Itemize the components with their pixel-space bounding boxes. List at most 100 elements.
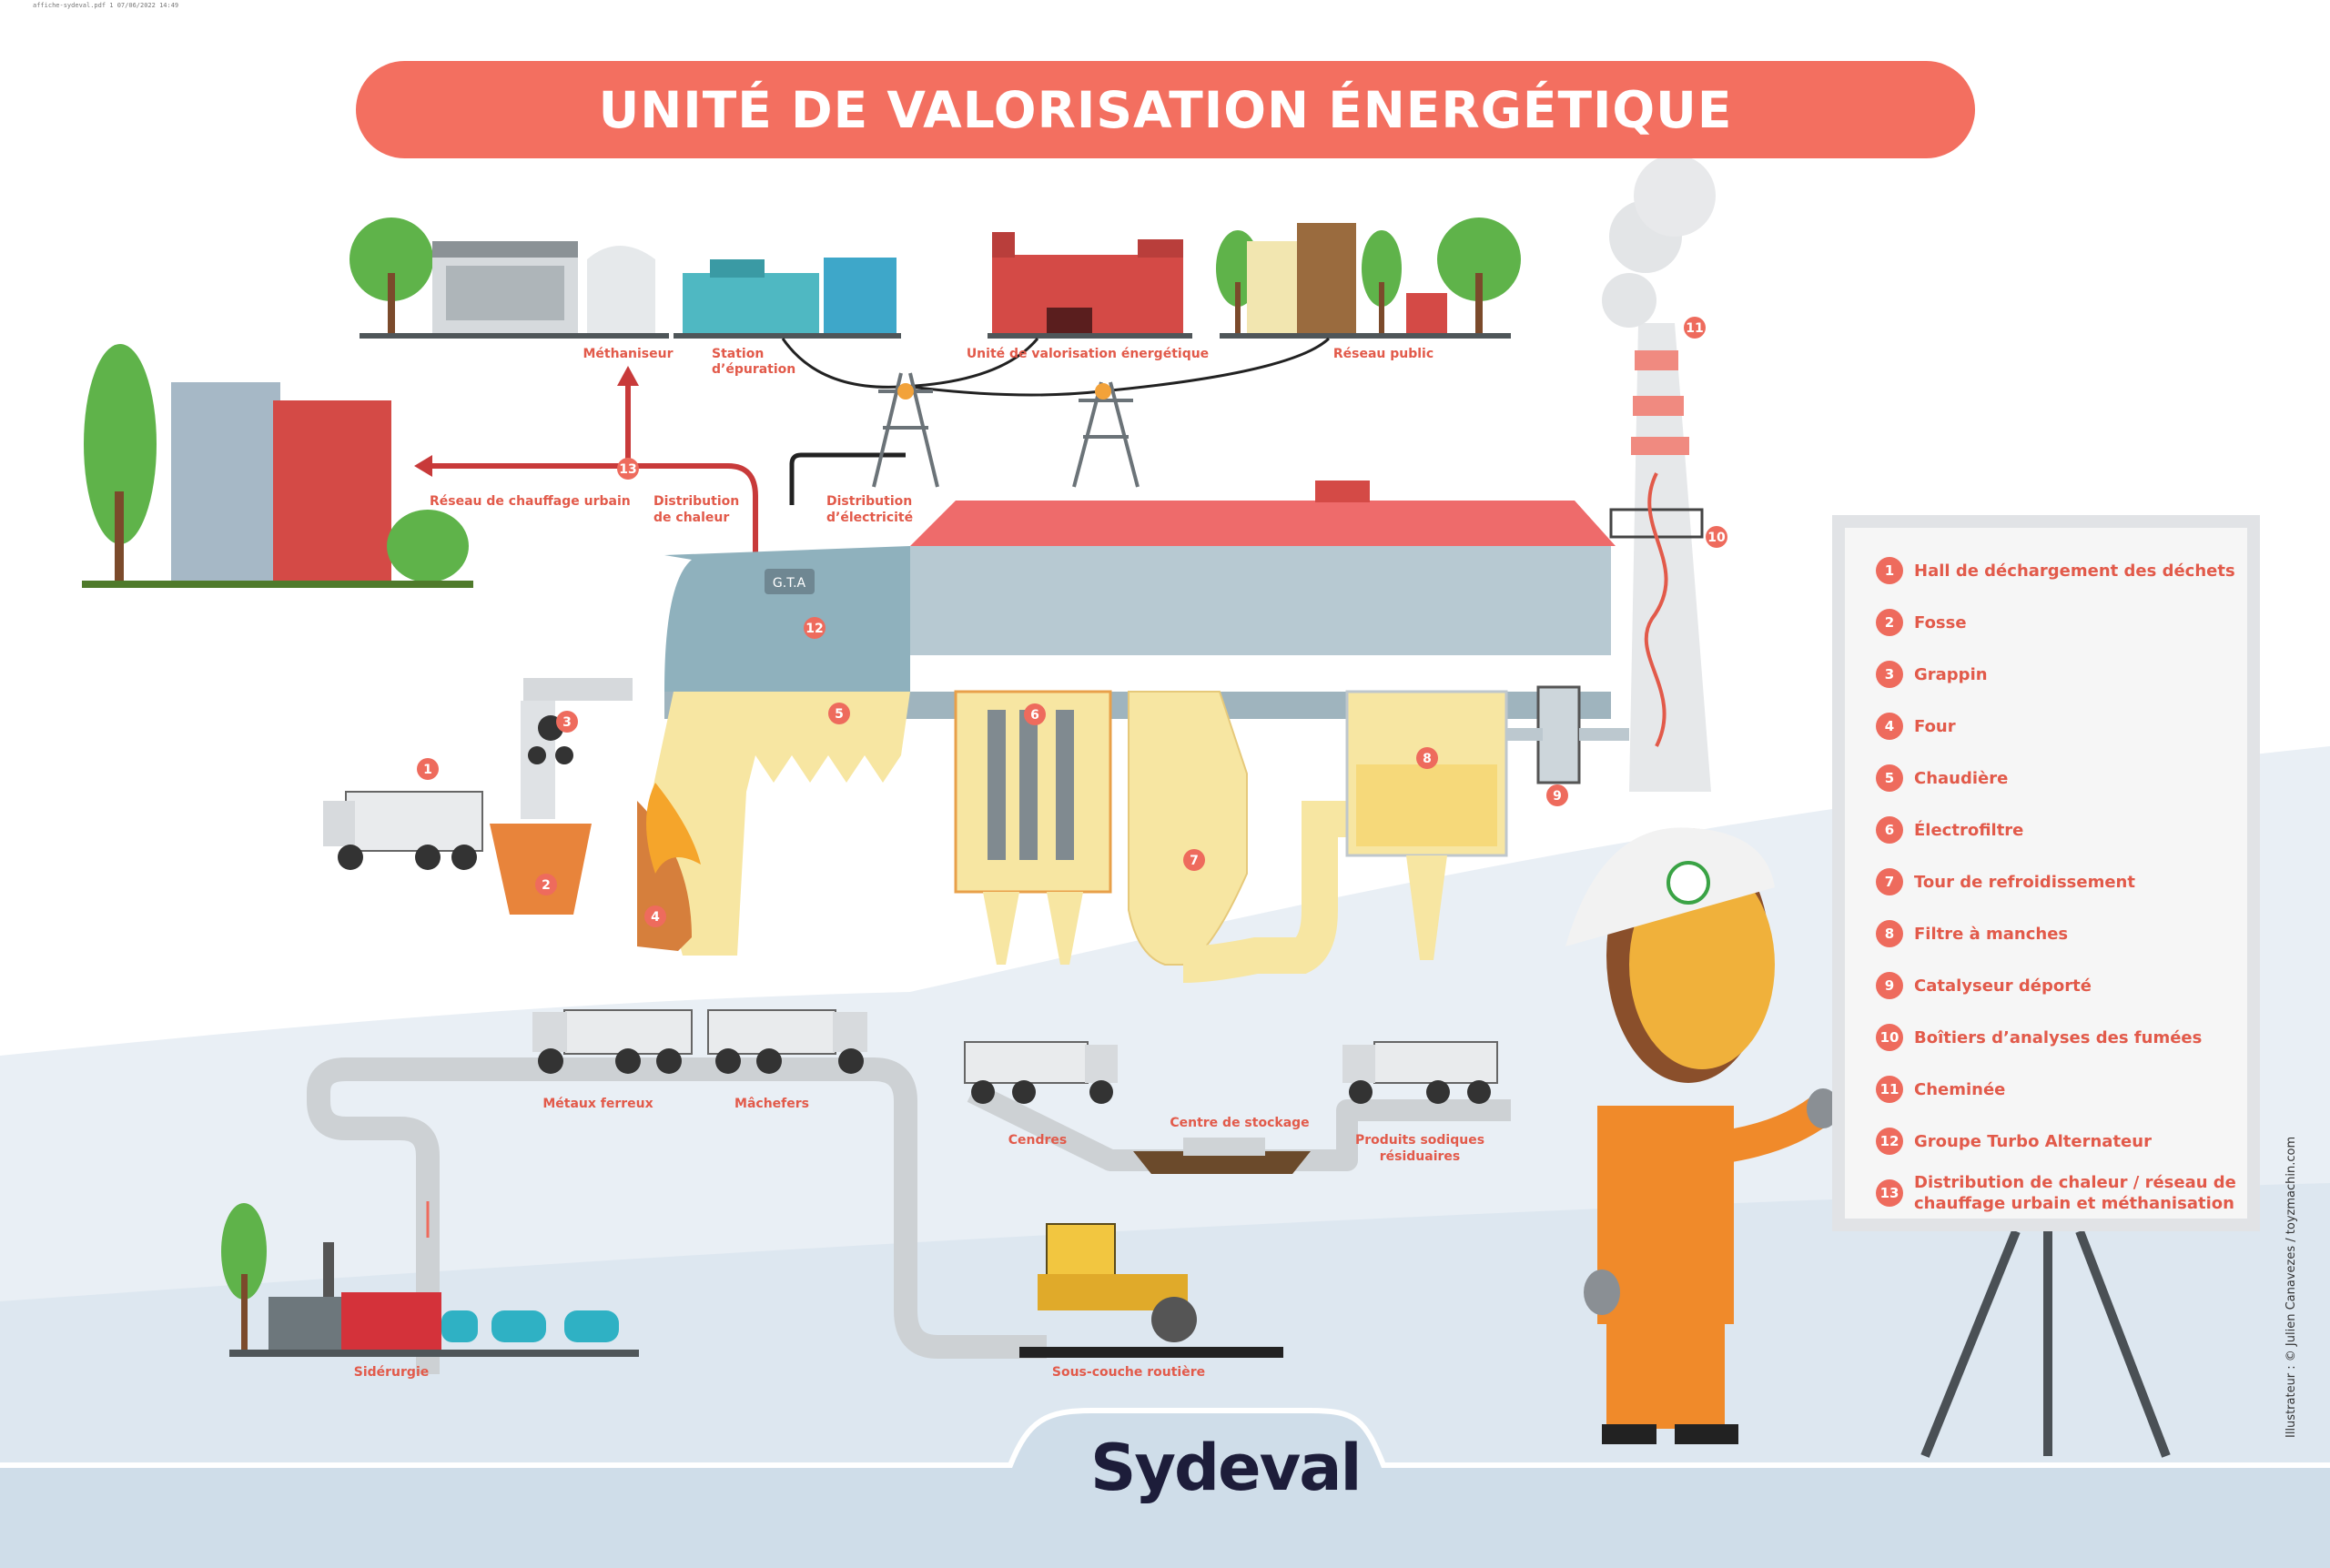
easel-legs: [1920, 1229, 2171, 1458]
label-dist-chaleur-line2: de chaleur: [653, 511, 729, 525]
marker-13: 13: [617, 458, 639, 480]
conveyor-road: [307, 1057, 1047, 1374]
label-station-line1: Station: [712, 347, 764, 361]
label-reseau-chauffage: Réseau de chauffage urbain: [430, 494, 631, 509]
pylon-marker: [1095, 383, 1111, 400]
svg-text:5: 5: [835, 707, 844, 722]
marker-8: 8: [1416, 747, 1438, 769]
road-roller: [1019, 1223, 1283, 1358]
residential-buildings: [82, 344, 473, 588]
chimney: [1602, 155, 1716, 792]
label-dist-elec-line2: d’électricité: [826, 511, 913, 525]
legend-label: Groupe Turbo Alternateur: [1914, 1131, 2152, 1151]
legend-number: 2: [1876, 609, 1903, 636]
legend-label: Four: [1914, 716, 1956, 736]
gta-label: G.T.A: [773, 576, 806, 591]
logo-text: Sydeval: [1090, 1431, 1362, 1505]
svg-text:6: 6: [1030, 708, 1039, 723]
legend-label: Catalyseur déporté: [1914, 976, 2092, 996]
marker-7: 7: [1183, 849, 1205, 871]
label-metaux-ferreux: Métaux ferreux: [542, 1097, 653, 1111]
legend-item: 5 Chaudière: [1876, 764, 2242, 792]
page-title: UNITÉ DE VALORISATION ÉNERGÉTIQUE: [598, 80, 1733, 139]
legend-number: 3: [1876, 661, 1903, 688]
furnace: [637, 692, 910, 956]
ground-band: [0, 1411, 2330, 1568]
legend-number: 5: [1876, 764, 1903, 792]
heat-arrow-left: [414, 455, 432, 477]
legend-number: 7: [1876, 868, 1903, 895]
label-produits-line1: Produits sodiques: [1355, 1133, 1484, 1148]
svg-text:12: 12: [805, 622, 823, 636]
legend-number: 9: [1876, 972, 1903, 999]
pylon: [872, 372, 1140, 488]
label-reseau-public: Réseau public: [1333, 347, 1433, 361]
marker-3: 3: [556, 711, 578, 733]
legend-number: 13: [1876, 1179, 1903, 1207]
marker-4: 4: [644, 905, 666, 927]
legend-label: Hall de déchargement des déchets: [1914, 561, 2235, 581]
legend-item: 1 Hall de déchargement des déchets: [1876, 557, 2242, 584]
label-centre-stockage: Centre de stockage: [1170, 1116, 1309, 1130]
steel-plant: [221, 1203, 639, 1357]
label-produits-line2: résiduaires: [1380, 1149, 1461, 1164]
marker-2: 2: [535, 874, 557, 895]
marker-1: 1: [417, 758, 439, 780]
svg-text:8: 8: [1423, 752, 1432, 766]
legend-label: Cheminée: [1914, 1079, 2006, 1099]
svg-text:4: 4: [651, 910, 660, 925]
svg-text:1: 1: [423, 763, 432, 777]
title-banner: UNITÉ DE VALORISATION ÉNERGÉTIQUE: [356, 61, 1975, 158]
svg-text:13: 13: [619, 462, 636, 477]
conveyor-road: [967, 1082, 1511, 1171]
legend-label: Distribution de chaleur / réseau de chau…: [1914, 1173, 2236, 1213]
legend-number: 1: [1876, 557, 1903, 584]
ground-line: [0, 1408, 2330, 1468]
legend-number: 10: [1876, 1024, 1903, 1051]
svg-text:9: 9: [1553, 789, 1562, 804]
svg-text:10: 10: [1707, 531, 1726, 545]
legend-number: 11: [1876, 1076, 1903, 1103]
print-metadata: affiche-sydeval.pdf 1 07/06/2022 14:49: [33, 2, 179, 9]
legend-board: 1 Hall de déchargement des déchets 2 Fosse…: [1832, 515, 2260, 1231]
electrofiltre: [954, 690, 1112, 965]
filtre-manches: [1345, 690, 1508, 960]
label-siderurgie: Sidérurgie: [354, 1365, 430, 1380]
legend-label: Chaudière: [1914, 768, 2009, 788]
worker-character: [1565, 827, 1839, 1444]
dump-truck-machefers: [707, 1009, 867, 1074]
legend-label: Fosse: [1914, 612, 1967, 632]
dump-truck-metaux: [532, 1009, 693, 1074]
storage-pit: [1133, 1138, 1311, 1174]
marker-12: 12: [804, 617, 826, 639]
station-epuration-building: [674, 258, 901, 339]
flue-duct: [1579, 728, 1629, 741]
legend-item: 3 Grappin: [1876, 661, 2242, 688]
cooling-tower: [1128, 691, 1356, 983]
label-machefers: Mâchefers: [734, 1097, 809, 1111]
legend-label: Grappin: [1914, 664, 1988, 684]
flue-duct: [1506, 728, 1543, 741]
heat-arrow-up: [617, 366, 639, 386]
label-dist-chaleur-line1: Distribution: [653, 494, 739, 509]
methaniseur-building: [350, 217, 669, 339]
label-dist-elec-line1: Distribution: [826, 494, 912, 509]
legend-label: Électrofiltre: [1914, 820, 2024, 840]
marker-10: 10: [1706, 526, 1727, 548]
legend-item: 2 Fosse: [1876, 609, 2242, 636]
svg-text:3: 3: [562, 715, 572, 730]
legend-number: 8: [1876, 920, 1903, 947]
legend-item: 13 Distribution de chaleur / réseau de ch…: [1876, 1172, 2242, 1214]
sydeval-logo: Sydeval: [1090, 1431, 1362, 1512]
svg-text:2: 2: [542, 878, 551, 893]
label-uve: Unité de valorisation énergétique: [967, 347, 1209, 361]
uve-building-small: [988, 232, 1192, 339]
label-station-line2: d’épuration: [712, 362, 795, 377]
marker-11: 11: [1684, 317, 1706, 339]
illustrator-credit: Illustrateur : © Julien Canavezes / toyz…: [2284, 1136, 2298, 1438]
